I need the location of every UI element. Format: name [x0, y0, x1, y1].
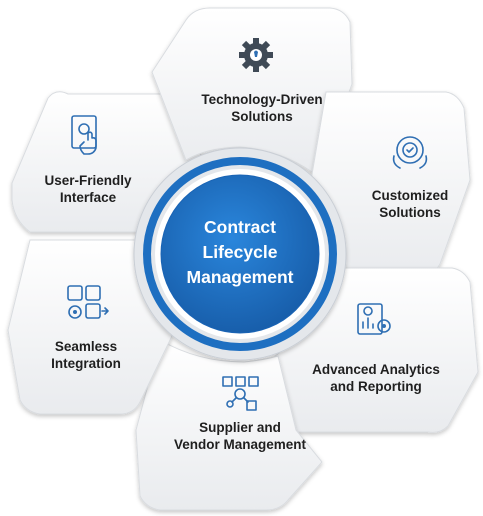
label-seamless-integration: Seamless Integration	[51, 339, 121, 371]
label-customized-solutions: Customized Solutions	[372, 188, 449, 220]
center-hub: Contract Lifecycle Management	[133, 147, 347, 361]
center-title-line3: Management	[187, 267, 294, 287]
svg-text:Solutions: Solutions	[231, 109, 293, 124]
gear-badge-icon	[392, 136, 428, 169]
svg-text:Technology-Driven: Technology-Driven	[201, 92, 322, 107]
svg-text:and Reporting: and Reporting	[330, 379, 422, 394]
svg-text:Integration: Integration	[51, 356, 121, 371]
analytics-report-icon	[357, 303, 391, 335]
svg-text:Seamless: Seamless	[55, 339, 117, 354]
svg-text:Vendor Management: Vendor Management	[174, 437, 307, 452]
center-title-line2: Lifecycle	[203, 242, 278, 262]
gear-icon	[239, 38, 273, 72]
svg-text:User-Friendly: User-Friendly	[44, 173, 132, 188]
vendor-network-icon	[222, 376, 259, 411]
label-supplier-vendor: Supplier and Vendor Management	[174, 420, 307, 452]
puzzle-gear-icon	[67, 285, 109, 319]
svg-text:Solutions: Solutions	[379, 205, 441, 220]
segment-supplier-vendor-management	[135, 339, 323, 511]
touch-screen-icon	[71, 115, 97, 155]
svg-text:Advanced Analytics: Advanced Analytics	[312, 362, 440, 377]
label-user-friendly: User-Friendly Interface	[44, 173, 132, 205]
svg-text:Interface: Interface	[60, 190, 117, 205]
center-title-line1: Contract	[204, 217, 276, 237]
label-technology-driven: Technology-Driven Solutions	[201, 92, 322, 124]
svg-text:Customized: Customized	[372, 188, 449, 203]
label-advanced-analytics: Advanced Analytics and Reporting	[312, 362, 440, 394]
svg-text:Supplier and: Supplier and	[199, 420, 281, 435]
